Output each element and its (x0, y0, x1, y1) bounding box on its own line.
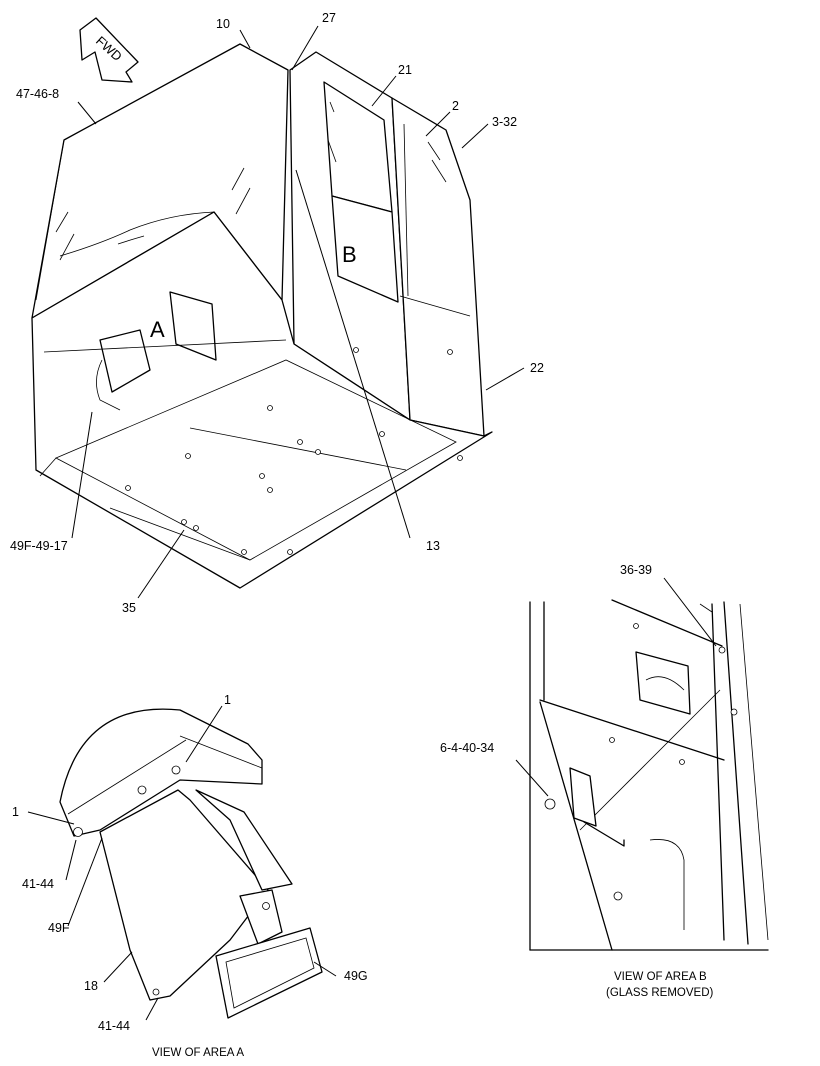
callout-21: 21 (398, 63, 412, 77)
callout-35: 35 (122, 601, 136, 615)
area-b-detail-view: 36-39 6-4-40-34 VIEW OF AREA B (GLASS RE… (440, 563, 769, 999)
caption-view-of-area-a: VIEW OF AREA A (152, 1047, 244, 1059)
callout-47-46-8: 47-46-8 (16, 87, 59, 101)
area-b-marker: B (342, 242, 357, 267)
callout-41-44-top: 41-44 (22, 877, 54, 891)
callout-22: 22 (530, 361, 544, 375)
cab-floor-plate (55, 359, 457, 561)
callout-36-39: 36-39 (620, 563, 652, 577)
callout-1-left: 1 (12, 805, 19, 819)
callout-49f-49-17: 49F-49-17 (10, 539, 68, 553)
cab-assembly-main-view: FWD (10, 11, 544, 615)
area-a-frame (59, 708, 263, 837)
area-b-latch-bracket (569, 767, 597, 827)
callout-41-44-bottom: 41-44 (98, 1019, 130, 1033)
area-b-plate (635, 651, 691, 715)
door-lower-glass (331, 195, 399, 303)
callout-2: 2 (452, 99, 459, 113)
floor-mounting-holes (125, 347, 463, 555)
callout-3-32: 3-32 (492, 115, 517, 129)
main-view-leader-lines (71, 25, 525, 599)
gasket-49g (215, 927, 323, 1019)
callout-49g: 49G (344, 969, 368, 983)
area-a-duct-bracket (195, 789, 293, 891)
cab-floor-frame (31, 211, 493, 589)
caption-glass-removed: (GLASS REMOVED) (606, 987, 714, 999)
area-a-duct-outlet (239, 889, 283, 945)
callout-1-top: 1 (224, 693, 231, 707)
callout-6-4-40-34: 6-4-40-34 (440, 741, 494, 755)
callout-18: 18 (84, 979, 98, 993)
caption-view-of-area-b: VIEW OF AREA B (614, 971, 707, 983)
callout-10: 10 (216, 17, 230, 31)
area-a-duct (99, 789, 269, 1001)
area-a-bracket-sketch (96, 291, 217, 411)
callout-49f: 49F (48, 921, 70, 935)
forward-direction-arrow-icon: FWD (79, 17, 139, 83)
area-a-detail-view: 1 1 41-44 49F 18 49G 41-44 VIEW OF AREA … (12, 693, 368, 1059)
callout-27: 27 (322, 11, 336, 25)
callout-13: 13 (426, 539, 440, 553)
area-a-marker: A (150, 317, 165, 342)
